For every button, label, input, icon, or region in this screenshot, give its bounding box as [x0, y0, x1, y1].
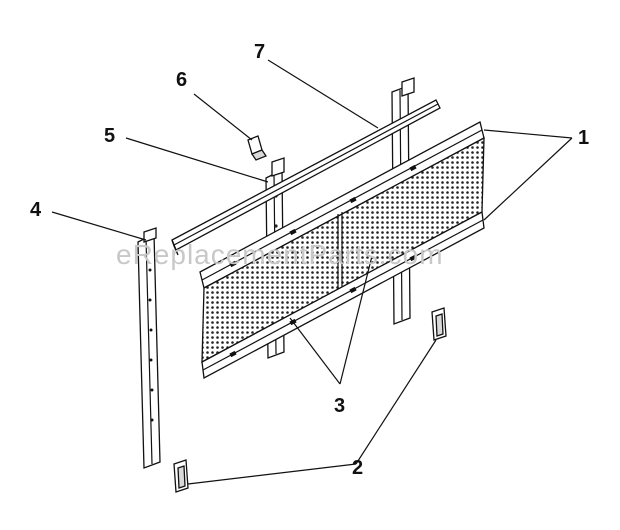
top-rail: [171, 99, 441, 256]
callout-7: 7: [254, 41, 265, 63]
leader-lines: [51, 59, 573, 485]
callout-6: 6: [176, 69, 187, 91]
end-cap-right: [431, 307, 447, 341]
callout-1: 1: [578, 127, 589, 149]
small-bracket: [247, 135, 267, 161]
watermark-text: eReplacementParts.com: [116, 239, 444, 270]
callout-5: 5: [104, 125, 115, 147]
end-cap-left: [173, 459, 189, 493]
panel-assembly: [199, 121, 485, 380]
callout-3: 3: [334, 395, 345, 417]
front-left-post: [137, 227, 161, 469]
callout-2: 2: [352, 457, 363, 479]
callout-4: 4: [30, 199, 42, 221]
